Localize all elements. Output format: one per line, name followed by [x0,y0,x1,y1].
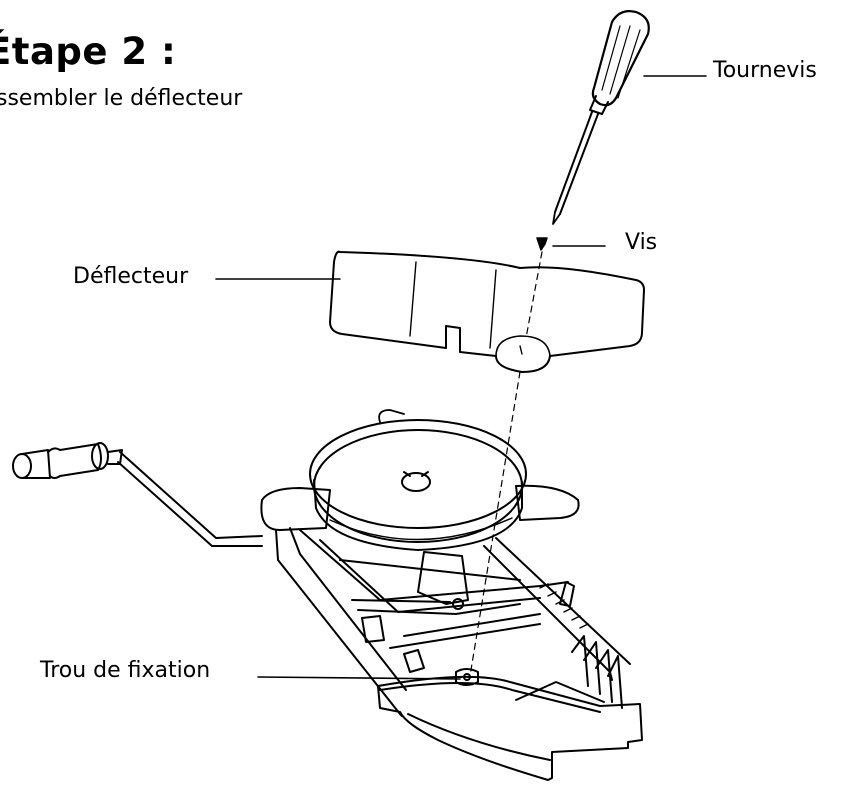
step-title: Étape 2 : [0,30,177,73]
screw-icon [537,238,547,250]
alignment-line [470,252,542,676]
leader-lines [216,76,706,679]
crank-handle-icon [13,443,262,546]
label-screwdriver: Tournevis [713,58,817,83]
spinner-disc-icon [310,410,526,550]
label-deflector: Déflecteur [73,264,189,289]
label-mounting-hole: Trou de fixation [40,658,211,683]
deflector-icon [330,252,644,372]
step-subtitle: ssembler le déflecteur [0,86,243,111]
spreader-base-icon [261,486,642,780]
screwdriver-icon [553,11,649,224]
label-screw: Vis [625,230,658,255]
